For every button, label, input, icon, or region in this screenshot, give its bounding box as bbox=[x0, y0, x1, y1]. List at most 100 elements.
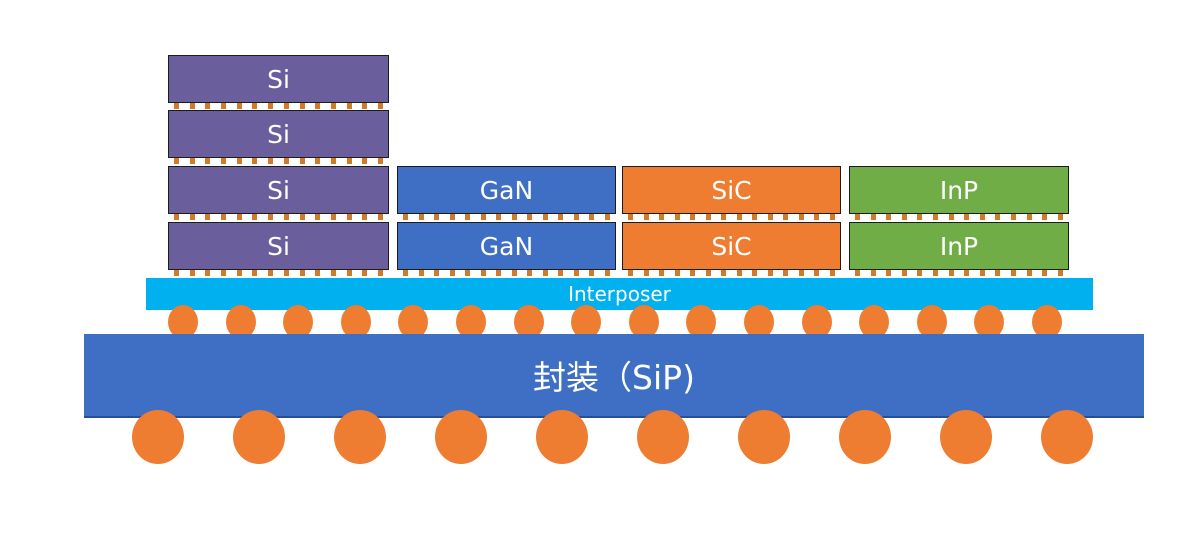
gan-die-2: GaN bbox=[397, 222, 616, 270]
si-die-4: Si bbox=[168, 222, 389, 270]
micro-bump bbox=[995, 270, 1001, 276]
micro-bump bbox=[315, 158, 321, 164]
micro-bump bbox=[964, 214, 970, 220]
micro-bump bbox=[933, 270, 939, 276]
micro-bump bbox=[948, 214, 954, 220]
si-die-4-label: Si bbox=[267, 231, 290, 261]
micro-bump bbox=[767, 214, 773, 220]
micro-bump bbox=[283, 103, 289, 109]
micro-bump bbox=[434, 270, 440, 276]
bga-ball bbox=[536, 410, 588, 464]
bga-ball bbox=[839, 410, 891, 464]
inp-die-2-label: InP bbox=[939, 231, 979, 261]
micro-bump bbox=[252, 158, 258, 164]
micro-bump bbox=[330, 214, 336, 220]
micro-bump bbox=[1026, 270, 1032, 276]
micro-bump bbox=[480, 214, 486, 220]
inp-die-1-label: InP bbox=[939, 175, 979, 205]
micro-bump bbox=[721, 214, 727, 220]
sic-die-1-label: SiC bbox=[711, 175, 752, 205]
micro-bump bbox=[315, 270, 321, 276]
micro-bump bbox=[752, 214, 758, 220]
c4-bump bbox=[744, 305, 774, 339]
package-substrate: 封装（SiP) bbox=[84, 334, 1144, 418]
c4-bump bbox=[456, 305, 486, 339]
gan-die-1: GaN bbox=[397, 166, 616, 214]
sic-die-2-label: SiC bbox=[711, 231, 752, 261]
micro-bump bbox=[236, 103, 242, 109]
micro-bump bbox=[604, 270, 610, 276]
micro-bump bbox=[189, 158, 195, 164]
micro-bump bbox=[221, 214, 227, 220]
micro-bump bbox=[604, 214, 610, 220]
si-die-3: Si bbox=[168, 166, 389, 214]
si-die-2-label: Si bbox=[267, 119, 290, 149]
micro-bump-row bbox=[849, 214, 1069, 220]
bga-ball bbox=[940, 410, 992, 464]
gan-die-2-label: GaN bbox=[479, 231, 534, 261]
micro-bump bbox=[315, 103, 321, 109]
micro-bump-row bbox=[622, 270, 841, 276]
micro-bump bbox=[268, 270, 274, 276]
micro-bump bbox=[480, 270, 486, 276]
micro-bump bbox=[674, 214, 680, 220]
inp-die-1: InP bbox=[849, 166, 1069, 214]
micro-bump bbox=[221, 103, 227, 109]
micro-bump bbox=[299, 158, 305, 164]
micro-bump-row bbox=[168, 103, 389, 109]
bga-ball bbox=[738, 410, 790, 464]
micro-bump bbox=[783, 270, 789, 276]
c4-bump bbox=[801, 305, 832, 339]
micro-bump bbox=[527, 214, 533, 220]
micro-bump bbox=[252, 103, 258, 109]
c4-bump bbox=[283, 305, 314, 339]
c4-bump bbox=[1032, 305, 1062, 339]
micro-bump bbox=[377, 158, 383, 164]
micro-bump bbox=[315, 214, 321, 220]
micro-bump bbox=[174, 158, 179, 164]
micro-bump bbox=[346, 214, 352, 220]
si-die-3-label: Si bbox=[267, 175, 290, 205]
micro-bump bbox=[283, 214, 289, 220]
micro-bump bbox=[346, 103, 352, 109]
micro-bump bbox=[205, 158, 211, 164]
micro-bump bbox=[189, 270, 195, 276]
micro-bump bbox=[221, 270, 227, 276]
micro-bump bbox=[330, 270, 336, 276]
micro-bump bbox=[403, 270, 408, 276]
si-die-1-label: Si bbox=[267, 64, 290, 94]
micro-bump bbox=[283, 270, 289, 276]
micro-bump bbox=[377, 103, 383, 109]
micro-bump bbox=[573, 214, 579, 220]
micro-bump-row bbox=[397, 270, 616, 276]
bga-ball bbox=[233, 410, 285, 464]
micro-bump bbox=[767, 270, 773, 276]
micro-bump bbox=[933, 214, 939, 220]
micro-bump bbox=[252, 214, 258, 220]
micro-bump bbox=[901, 214, 907, 220]
micro-bump-row bbox=[397, 214, 616, 220]
c4-bump bbox=[628, 305, 659, 339]
micro-bump bbox=[643, 270, 649, 276]
micro-bump bbox=[362, 158, 368, 164]
micro-bump bbox=[979, 270, 985, 276]
micro-bump bbox=[330, 103, 336, 109]
micro-bump bbox=[268, 214, 274, 220]
micro-bump-row bbox=[168, 214, 389, 220]
micro-bump bbox=[659, 214, 665, 220]
micro-bump bbox=[736, 214, 742, 220]
micro-bump bbox=[418, 214, 424, 220]
micro-bump bbox=[527, 270, 533, 276]
micro-bump-row bbox=[849, 270, 1069, 276]
micro-bump bbox=[558, 214, 564, 220]
inp-die-2: InP bbox=[849, 222, 1069, 270]
micro-bump bbox=[948, 270, 954, 276]
micro-bump bbox=[236, 270, 242, 276]
bga-ball bbox=[435, 410, 487, 464]
micro-bump bbox=[886, 270, 892, 276]
micro-bump bbox=[917, 270, 923, 276]
micro-bump bbox=[299, 270, 305, 276]
micro-bump bbox=[690, 270, 696, 276]
micro-bump bbox=[736, 270, 742, 276]
